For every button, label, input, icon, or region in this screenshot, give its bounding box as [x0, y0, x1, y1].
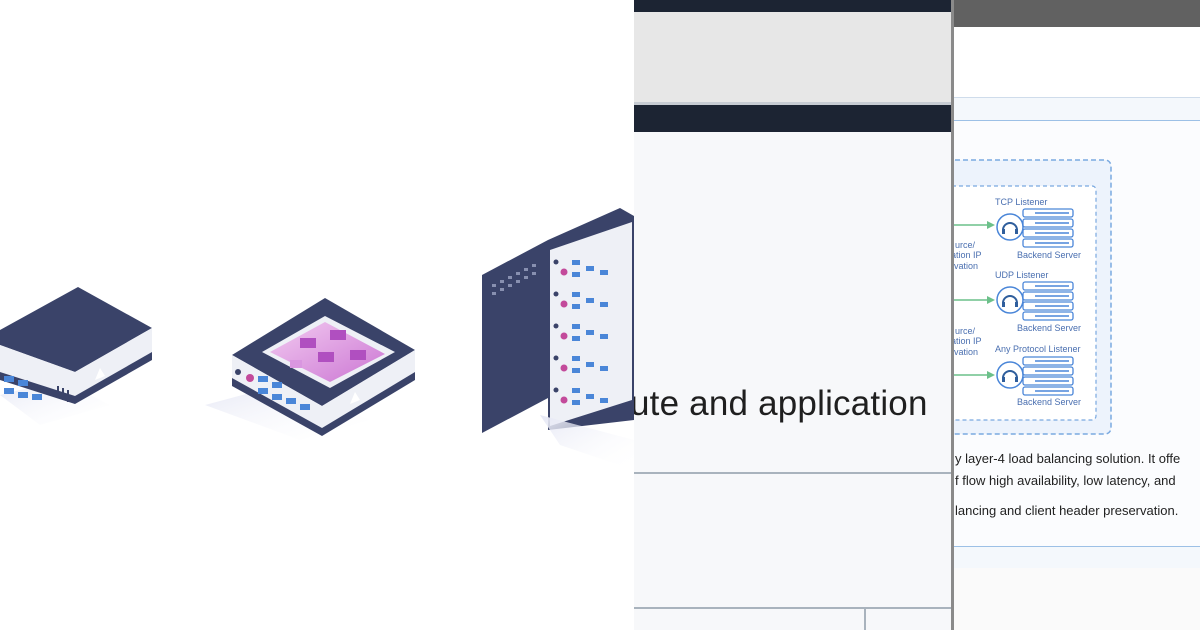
headset-icon [1002, 370, 1018, 379]
server-rack-icon [482, 208, 634, 470]
description-line: y layer-4 load balancing solution. It of… [955, 451, 1181, 466]
svg-text:ation IP: ation IP [951, 250, 982, 260]
arrow-head-icon [987, 296, 995, 304]
svg-text:urce/: urce/ [955, 326, 976, 336]
description-line: f flow high availability, low latency, a… [955, 473, 1176, 488]
section-divider [634, 472, 951, 474]
udp-listener-group: UDP Listener Backend Server [953, 270, 1081, 333]
page-heading: ute and application [634, 384, 928, 423]
top-nav-bar [634, 0, 951, 12]
svg-text:urce/: urce/ [955, 240, 976, 250]
backend-label: Backend Server [1017, 250, 1081, 260]
svg-text:rvation: rvation [951, 347, 978, 357]
svg-text:rvation: rvation [951, 261, 978, 271]
side-label-2: urce/ ation IP rvation [951, 326, 982, 357]
any-protocol-listener-group: Any Protocol Listener Backend Server [953, 344, 1081, 407]
listener-diagram: TCP Listener Backend Server urce/ ation … [951, 159, 1112, 435]
listener-label: TCP Listener [995, 197, 1047, 207]
panel-edge-shadow [951, 0, 954, 630]
column-divider [864, 607, 866, 630]
tcp-listener-group: TCP Listener Backend Server [953, 197, 1081, 260]
headset-icon [1002, 295, 1018, 304]
open-server-icon [205, 298, 415, 440]
arrow-head-icon [987, 371, 995, 379]
listener-label: UDP Listener [995, 270, 1048, 280]
listener-icon [996, 286, 1024, 314]
svg-text:ation IP: ation IP [951, 336, 982, 346]
load-balancer-panel: TCP Listener Backend Server urce/ ation … [951, 0, 1200, 630]
description-line: lancing and client header preservation. [955, 503, 1179, 518]
closed-server-icon [0, 287, 152, 425]
window-top-bar [951, 0, 1200, 27]
divider [634, 102, 951, 105]
headset-icon [1002, 222, 1018, 231]
backend-label: Backend Server [1017, 323, 1081, 333]
listener-icon [996, 361, 1024, 389]
webpage-crop-heading: ute and application [634, 0, 951, 630]
dark-nav-bar [634, 105, 951, 132]
footer-area [951, 568, 1200, 630]
section-divider-bottom [634, 607, 951, 609]
backend-label: Backend Server [1017, 397, 1081, 407]
server-illustrations [0, 208, 634, 470]
listener-label: Any Protocol Listener [995, 344, 1081, 354]
illustration-panel [0, 208, 634, 470]
listener-icon [996, 213, 1024, 241]
side-label-1: urce/ ation IP rvation [951, 240, 982, 271]
banner-strip [634, 12, 951, 102]
arrow-head-icon [987, 221, 995, 229]
